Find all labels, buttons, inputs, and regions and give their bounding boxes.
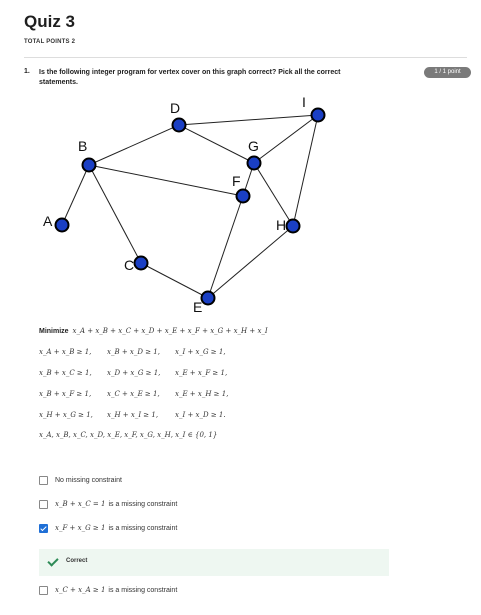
constraint-0-0: x_A + x_B ≥ 1, — [39, 348, 92, 356]
objective-expression: x_A + x_B + x_C + x_D + x_E + x_F + x_G … — [72, 327, 268, 335]
graph-node-B — [81, 157, 97, 173]
constraint-1-1: x_D + x_G ≥ 1, — [107, 369, 161, 377]
graph-node-D — [171, 117, 187, 133]
graph-node-H — [285, 218, 301, 234]
option-label-2: is a missing constraint — [108, 524, 178, 532]
constraint-1-2: x_E + x_F ≥ 1, — [175, 369, 228, 377]
vertex-cover-graph: A B C D E F G H I — [43, 94, 326, 315]
graph-node-G — [246, 155, 262, 171]
graph-edge-G-I — [253, 114, 319, 164]
graph-node-E — [200, 290, 216, 306]
graph-edge-F-E — [207, 195, 244, 299]
constraint-0-2: x_I + x_G ≥ 1, — [175, 348, 226, 356]
graph-node-F — [235, 188, 251, 204]
option-label-3: is a missing constraint — [108, 586, 178, 594]
variable-domain: x_A, x_B, x_C, x_D, x_E, x_F, x_G, x_H, … — [39, 431, 218, 439]
option-math-1: x_B + x_C = 1 — [55, 500, 106, 508]
question-number: 1. — [24, 68, 30, 75]
graph-node-label-F: F — [232, 173, 241, 189]
checkmark-icon — [47, 555, 59, 567]
graph-edge-E-H — [207, 225, 294, 299]
graph-edge-B-C — [88, 164, 142, 264]
graph-node-label-E: E — [193, 299, 202, 315]
graph-edge-I-H — [292, 114, 319, 227]
graph-edge-D-I — [178, 114, 319, 126]
quiz-title: Quiz 3 — [24, 12, 76, 31]
option-math-3: x_C + x_A ≥ 1 — [55, 586, 106, 594]
option-checkbox-3[interactable] — [39, 585, 48, 595]
feedback-text: Correct — [66, 558, 88, 564]
objective-line: Minimize x_A + x_B + x_C + x_D + x_E + x… — [39, 327, 268, 335]
constraint-3-2: x_I + x_D ≥ 1. — [175, 411, 226, 419]
graph-node-label-G: G — [248, 138, 259, 154]
question-text: Is the following integer program for ver… — [39, 69, 341, 86]
graph-edge-D-G — [178, 124, 255, 164]
graph-node-label-A: A — [43, 213, 53, 229]
graph-node-label-B: B — [78, 138, 87, 154]
graph-node-label-I: I — [302, 94, 306, 110]
graph-node-A — [54, 217, 70, 233]
graph-edge-C-E — [140, 262, 209, 299]
constraint-2-2: x_E + x_H ≥ 1, — [175, 390, 229, 398]
option-label-1: is a missing constraint — [108, 500, 178, 508]
constraint-1-0: x_B + x_C ≥ 1, — [39, 369, 92, 377]
option-checkbox-2[interactable] — [39, 523, 48, 533]
option-checkbox-1[interactable] — [39, 499, 48, 509]
graph-edge-B-D — [88, 124, 180, 166]
graph-node-label-H: H — [276, 217, 286, 233]
score-badge: 1 / 1 point — [424, 67, 471, 78]
constraint-3-1: x_H + x_I ≥ 1, — [107, 411, 159, 419]
graph-node-C — [133, 255, 149, 271]
graph-node-label-D: D — [170, 100, 180, 116]
option-math-2: x_F + x_G ≥ 1 — [55, 524, 106, 532]
header-divider — [24, 57, 467, 58]
minimize-label: Minimize — [39, 328, 69, 335]
graph-edge-A-B — [61, 164, 90, 226]
graph-edge-G-H — [253, 162, 294, 227]
option-checkbox-0[interactable] — [39, 475, 48, 485]
constraint-3-0: x_H + x_G ≥ 1, — [39, 411, 93, 419]
constraint-2-0: x_B + x_F ≥ 1, — [39, 390, 92, 398]
constraint-0-1: x_B + x_D ≥ 1, — [107, 348, 160, 356]
graph-node-I — [310, 107, 326, 123]
feedback-banner: Correct — [39, 549, 389, 576]
graph-edge-B-F — [88, 164, 244, 197]
graph-node-label-C: C — [124, 257, 134, 273]
constraint-2-1: x_C + x_E ≥ 1, — [107, 390, 160, 398]
option-label-0: No missing constraint — [55, 476, 122, 484]
answer-option-0[interactable]: No missing constraint — [39, 475, 122, 485]
total-points-label: TOTAL POINTS 2 — [24, 39, 76, 45]
